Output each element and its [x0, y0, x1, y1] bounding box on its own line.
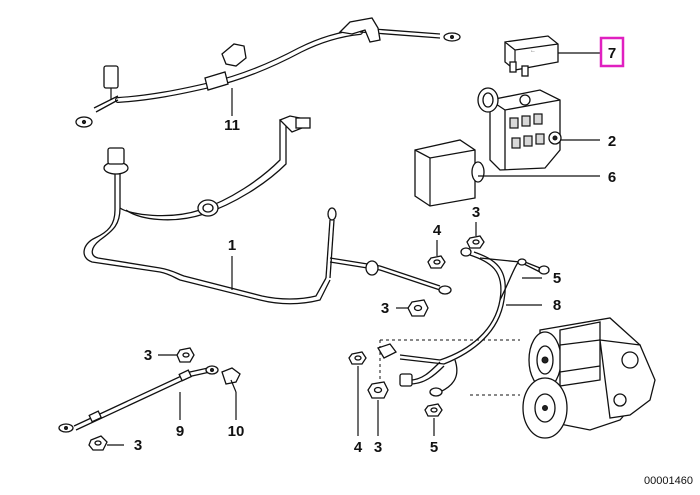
- nut-3-lower[interactable]: [367, 381, 389, 399]
- callout-4-upper[interactable]: 4: [433, 222, 442, 239]
- reference-number: 00001460: [644, 475, 693, 487]
- callout-5-lower[interactable]: 5: [430, 439, 438, 456]
- cover-6[interactable]: [414, 139, 485, 207]
- nut-3-left[interactable]: [176, 347, 195, 363]
- nut-4-lower[interactable]: [348, 351, 367, 365]
- callout-3-bottom[interactable]: 3: [134, 437, 142, 454]
- callout-8[interactable]: 8: [553, 297, 561, 314]
- callout-3-upper[interactable]: 3: [472, 204, 480, 221]
- nut-3-middle[interactable]: [407, 299, 429, 317]
- callout-3-left[interactable]: 3: [144, 347, 152, 364]
- bolt-10[interactable]: [221, 367, 241, 393]
- callout-5-upper[interactable]: 5: [553, 270, 561, 287]
- starter-motor[interactable]: [522, 317, 656, 439]
- callout-labels: 7 2 6 11 1 4 3 5 8 3 3 9 10 3 4 3 5: [134, 45, 616, 456]
- callout-11[interactable]: 11: [224, 117, 240, 134]
- leader-lines: [107, 52, 600, 446]
- relay-holder-2[interactable]: [477, 87, 562, 171]
- callout-2[interactable]: 2: [608, 133, 616, 150]
- callout-9[interactable]: 9: [176, 423, 184, 440]
- cable-1[interactable]: [83, 115, 452, 305]
- callout-3-middle[interactable]: 3: [381, 300, 389, 317]
- callout-10[interactable]: 10: [228, 423, 245, 440]
- relay-7[interactable]: ←: [504, 35, 559, 77]
- svg-text:←: ←: [530, 48, 536, 54]
- callout-7-highlight: [599, 36, 625, 68]
- cable-8[interactable]: [377, 247, 550, 397]
- nut-5-lower[interactable]: [424, 403, 443, 417]
- callout-1[interactable]: 1: [228, 237, 236, 254]
- callout-3-lower[interactable]: 3: [374, 439, 382, 456]
- callout-7[interactable]: 7: [608, 45, 616, 62]
- cable-11[interactable]: [75, 17, 461, 128]
- nut-4-upper[interactable]: [427, 255, 446, 269]
- callout-4-lower[interactable]: 4: [354, 439, 363, 456]
- nut-3-upper[interactable]: [466, 235, 485, 249]
- nut-3-bottom[interactable]: [88, 435, 108, 451]
- cable-9[interactable]: [58, 365, 219, 433]
- callout-6[interactable]: 6: [608, 169, 616, 186]
